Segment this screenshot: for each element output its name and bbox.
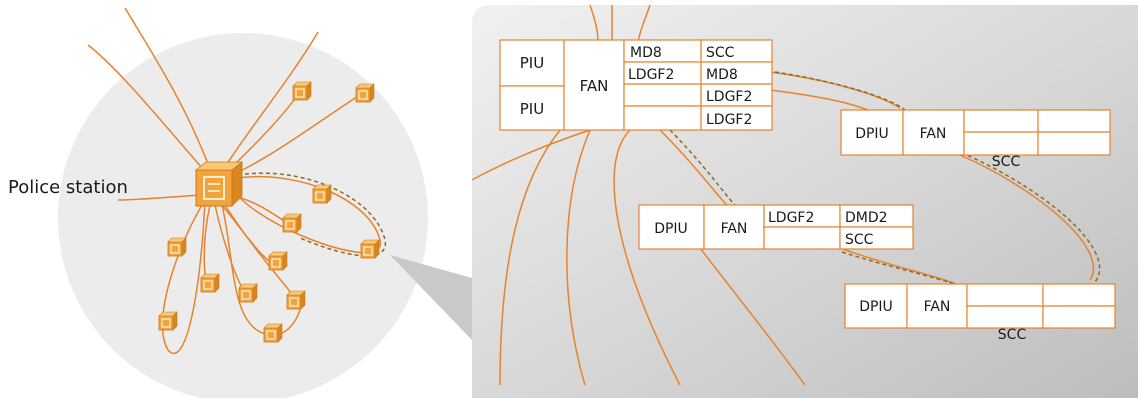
remote-device-icon: [158, 311, 178, 331]
remote-device-icon: [312, 184, 332, 204]
main-row4-b: LDGF2: [706, 112, 752, 128]
police-station-label: Police station: [8, 177, 128, 198]
remote-device-icon: [200, 273, 220, 293]
shelf-b-row1-a: LDGF2: [768, 210, 814, 226]
remote-device-icon: [292, 81, 312, 101]
remote-device-icon: [286, 290, 306, 310]
remote-device-icon: [238, 283, 258, 303]
shelf-c-dpiu: DPIU: [859, 299, 893, 315]
remote-device-icon: [263, 323, 283, 343]
shelf-b-dpiu: DPIU: [654, 221, 688, 237]
overview-area: Police station: [8, 7, 472, 398]
remote-device-icon: [167, 237, 187, 257]
shelf-a-scc: SCC: [992, 154, 1021, 170]
main-row1-a: MD8: [630, 45, 662, 61]
callout-wedge: [390, 255, 472, 340]
remote-device-icon: [282, 213, 302, 233]
main-row3-b: LDGF2: [706, 89, 752, 105]
shelf-c-scc: SCC: [998, 327, 1027, 343]
main-row2-b: MD8: [706, 67, 738, 83]
shelf-a-dpiu: DPIU: [855, 126, 889, 142]
main-fan: FAN: [580, 77, 609, 95]
main-piu-1: PIU: [520, 54, 544, 72]
shelf-b: DPIU FAN LDGF2 DMD2 SCC: [638, 204, 914, 250]
shelf-b-fan: FAN: [721, 221, 748, 237]
main-shelf: PIU PIU FAN MD8 SCC LDGF2 MD8 LDGF2 LDGF…: [499, 39, 773, 131]
shelf-b-row1-b: DMD2: [845, 210, 888, 226]
shelf-c-fan: FAN: [924, 299, 951, 315]
remote-device-icon: [360, 239, 380, 259]
zoom-panel: PIU PIU FAN MD8 SCC LDGF2 MD8 LDGF2 LDGF…: [471, 4, 1138, 398]
remote-device-icon: [355, 83, 375, 103]
remote-device-icon: [268, 251, 288, 271]
overview-circle: [58, 33, 428, 398]
police-station-device-icon: [194, 161, 244, 207]
shelf-a-fan: FAN: [920, 126, 947, 142]
shelf-c: DPIU FAN SCC: [844, 283, 1116, 343]
main-row2-a: LDGF2: [628, 67, 674, 83]
shelf-b-row2-b: SCC: [845, 232, 874, 248]
shelf-a: DPIU FAN SCC: [840, 109, 1111, 170]
main-piu-2: PIU: [520, 100, 544, 118]
main-row1-b: SCC: [706, 45, 735, 61]
